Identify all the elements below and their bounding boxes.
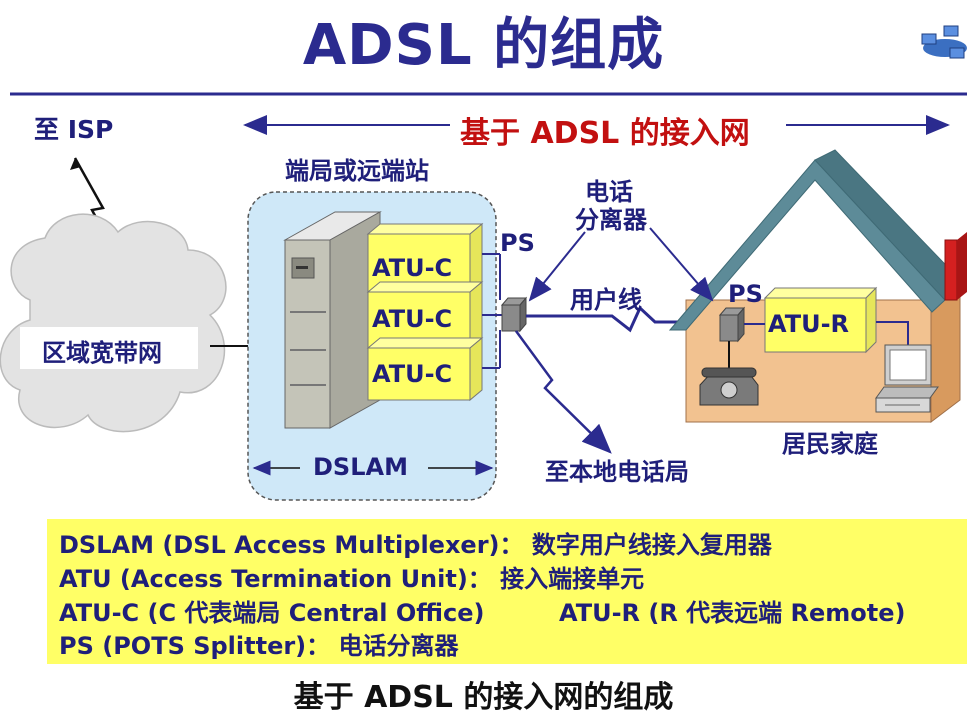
atu-r-box xyxy=(763,286,878,354)
ps-splitter-left xyxy=(500,296,528,333)
central-site-label: 端局或远端站 xyxy=(285,157,429,185)
definition-ps: PS (POTS Splitter)： 电话分离器 xyxy=(59,632,459,660)
ps-splitter-right xyxy=(718,306,746,343)
dslam-label: DSLAM xyxy=(313,453,408,481)
atu-c-label-2: ATU-C xyxy=(372,305,453,333)
definitions-box: DSLAM (DSL Access Multiplexer)： 数字用户线接入复… xyxy=(47,519,967,664)
access-network-label: 基于 ADSL 的接入网 xyxy=(460,116,750,151)
splitter-label-line1: 电话 xyxy=(585,178,633,206)
regional-broadband-cloud xyxy=(0,213,227,433)
telephone-icon xyxy=(699,367,759,406)
residence-label: 居民家庭 xyxy=(782,430,878,458)
atu-c-box-3 xyxy=(366,336,484,402)
splitter-pointer-house xyxy=(649,227,714,302)
definition-atu-r: ATU-R (R 代表远端 Remote) xyxy=(559,599,906,627)
definition-atu: ATU (Access Termination Unit)： 接入端接单元 xyxy=(59,565,645,593)
local-exchange-zigzag xyxy=(514,330,612,454)
atu-r-label: ATU-R xyxy=(768,310,850,338)
to-isp-label: 至 ISP xyxy=(34,115,114,144)
dslam-tower xyxy=(283,211,382,429)
ps-left-label: PS xyxy=(500,229,535,257)
computer-icon xyxy=(875,344,939,413)
splitter-label-line2: 分离器 xyxy=(575,206,647,234)
atu-c-label-3: ATU-C xyxy=(372,360,453,388)
atu-c-label-1: ATU-C xyxy=(372,254,453,282)
user-line-label: 用户线 xyxy=(570,286,642,314)
splitter-pointer xyxy=(528,231,586,302)
regional-broadband-label: 区域宽带网 xyxy=(42,339,162,367)
network-logo-icon xyxy=(921,25,967,59)
definition-atu-c: ATU-C (C 代表端局 Central Office) xyxy=(59,599,485,627)
local-exchange-label: 至本地电话局 xyxy=(545,458,689,486)
page-title: ADSL 的组成 xyxy=(302,13,665,78)
figure-caption: 基于 ADSL 的接入网的组成 xyxy=(293,680,674,715)
definition-dslam: DSLAM (DSL Access Multiplexer)： 数字用户线接入复… xyxy=(59,531,772,559)
ps-right-label: PS xyxy=(728,280,763,308)
